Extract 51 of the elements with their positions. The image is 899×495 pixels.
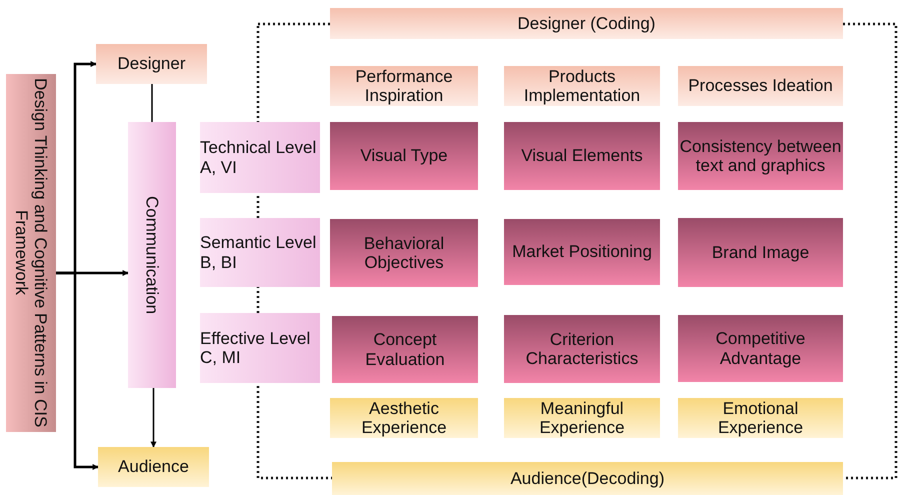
box-label: Aesthetic Experience <box>360 398 448 438</box>
box-label: Visual Elements <box>521 146 643 166</box>
experience-box <box>504 398 660 438</box>
level-box <box>200 218 320 287</box>
box-label: Market Positioning <box>512 242 652 262</box>
box-label: Behavioral Objectives <box>362 234 446 272</box>
box-label: Concept Evaluation <box>364 330 446 369</box>
box-label: Audience(Decoding) <box>510 468 665 488</box>
level-box <box>200 122 320 193</box>
element-box <box>504 315 660 383</box>
element-box <box>678 122 843 190</box>
box-label: Semantic Level B, BI <box>200 233 318 272</box>
box-label: Brand Image <box>712 242 810 262</box>
box-label: Meaningful Experience <box>538 398 626 438</box>
designer-aspect-box <box>330 66 478 106</box>
box-label: Criterion Characteristics <box>524 330 640 368</box>
box-label: Performance Inspiration <box>354 66 454 106</box>
designer-aspect-box <box>678 66 843 106</box>
box-label: Emotional Experience <box>716 398 804 438</box>
experience-box <box>330 398 478 438</box>
designer-box <box>96 44 207 84</box>
footer-band <box>332 462 843 495</box>
box-label: Designer <box>117 54 186 74</box>
audience-box <box>98 447 209 487</box>
element-box <box>678 218 843 287</box>
box-label: Design Thinking and Cognitive Patterns in CIS Framework <box>12 77 50 430</box>
framework-bar <box>6 74 56 432</box>
element-box <box>504 122 660 190</box>
experience-box <box>678 398 843 438</box>
element-box <box>330 122 478 190</box>
box-label: Products Implementation <box>522 66 642 106</box>
designer-aspect-box <box>504 66 660 106</box>
communication-bar <box>128 122 176 388</box>
box-label: Effective Level C, MI <box>200 328 312 368</box>
box-label: Audience <box>118 457 189 477</box>
element-box <box>678 315 843 382</box>
box-label: Communication <box>142 196 162 314</box>
header-band <box>330 8 843 39</box>
connector-line <box>151 84 153 122</box>
arrow <box>150 388 156 448</box>
box-label: Consistency between text and graphics <box>678 136 842 176</box>
box-label: Designer (Coding) <box>518 14 656 34</box>
element-box <box>332 316 478 383</box>
element-box <box>330 219 478 287</box>
arrow <box>56 272 99 470</box>
element-box <box>504 219 660 285</box>
box-label: Technical Level A, VI <box>200 138 318 177</box>
box-label: Processes Ideation <box>688 76 833 96</box>
level-box <box>200 313 320 383</box>
box-label: Visual Type <box>360 146 448 166</box>
box-label: Competitive Advantage <box>714 329 806 368</box>
